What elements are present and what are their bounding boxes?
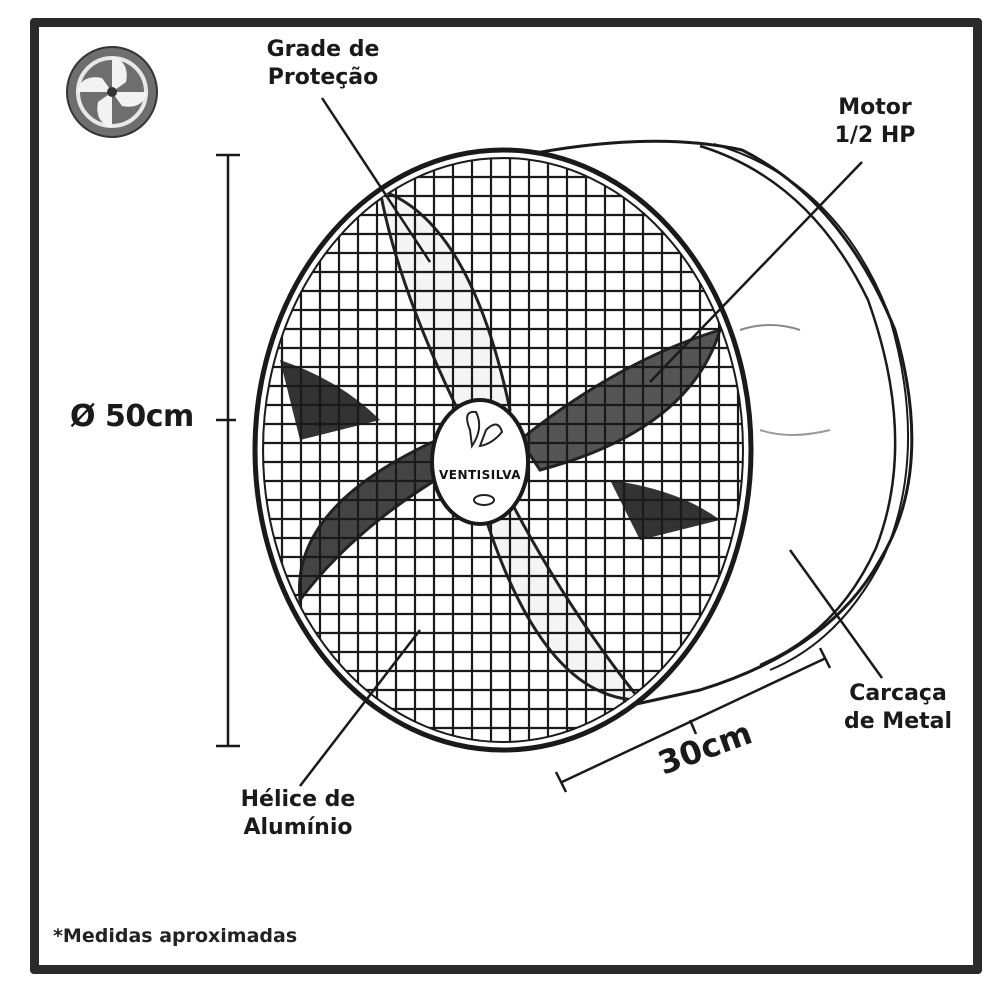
label-carcaca: Carcaça de Metal <box>843 681 953 734</box>
label-helice: Hélice de Alumínio <box>240 787 356 840</box>
leader-helice <box>299 629 421 787</box>
brand-label: VENTISILVA <box>438 468 522 482</box>
diameter-dimension <box>216 153 240 748</box>
label-motor: Motor 1/2 HP <box>834 95 916 148</box>
hub-badge <box>430 398 530 526</box>
fan-logo-icon <box>66 46 158 138</box>
approximate-measures-note: *Medidas aproximadas <box>53 925 298 947</box>
leader-grade <box>320 97 432 263</box>
metal-housing <box>519 139 914 714</box>
depth-dimension <box>554 647 832 793</box>
label-diameter: Ø 50cm <box>70 399 194 434</box>
leader-carcaca <box>788 549 884 679</box>
label-grade: Grade de Proteção <box>266 37 380 90</box>
leader-motor <box>649 161 863 383</box>
leader-lines <box>299 97 884 787</box>
